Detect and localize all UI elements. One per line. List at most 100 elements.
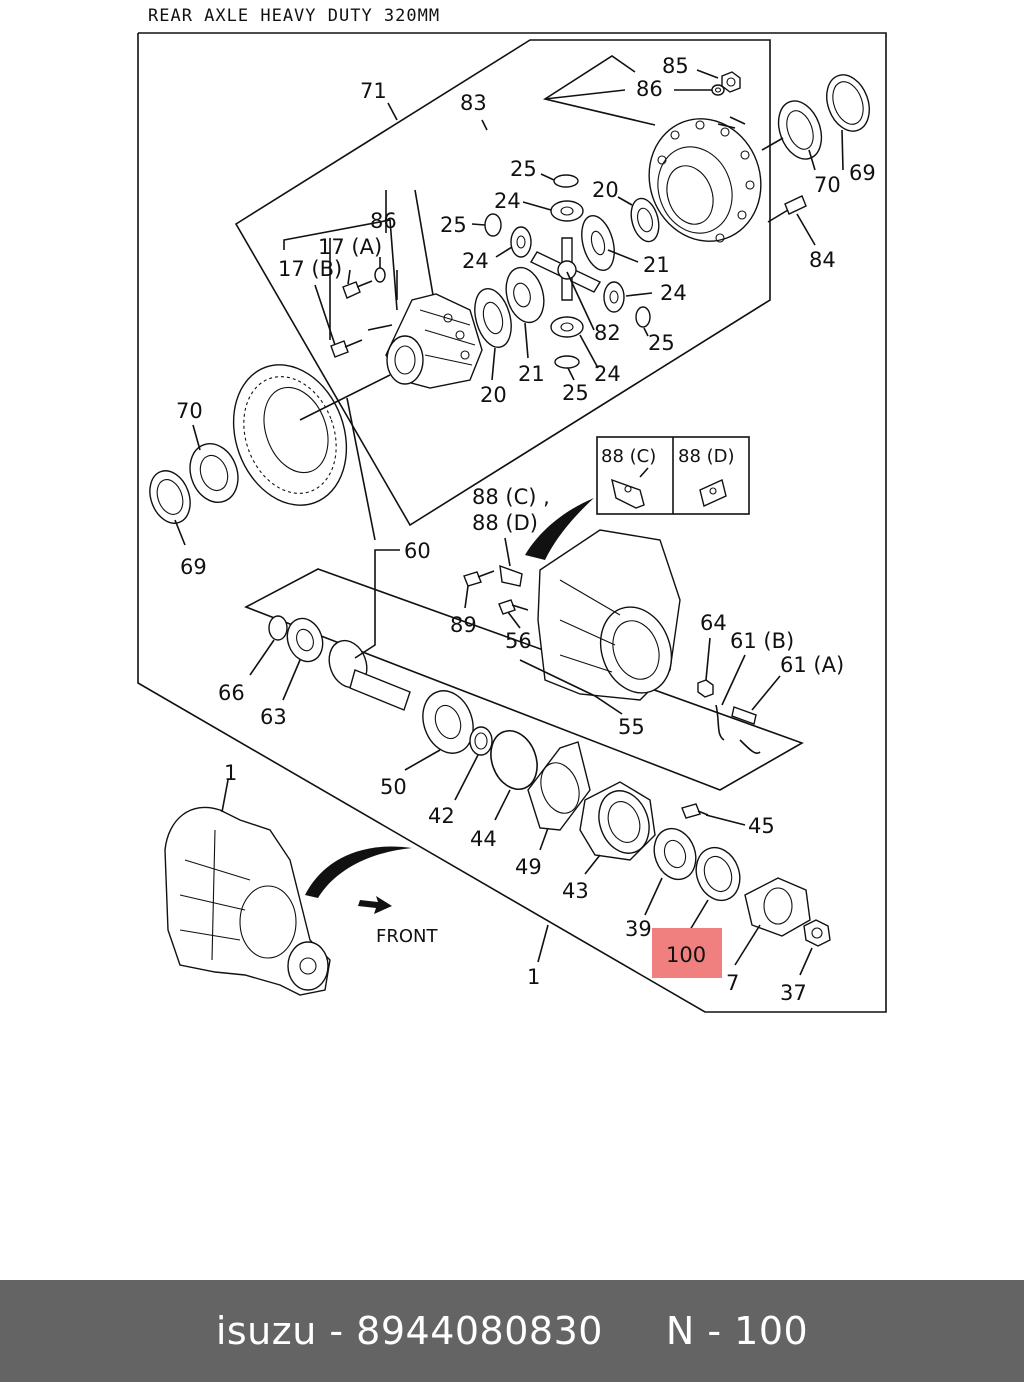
bolt-17b-icon bbox=[330, 339, 363, 358]
bearing-50-icon bbox=[422, 690, 474, 754]
pinion-gear-24-right-icon bbox=[603, 281, 625, 313]
callout-61a: 61 (A) bbox=[780, 653, 844, 677]
diagram-title: REAR AXLE HEAVY DUTY 320MM bbox=[148, 6, 440, 26]
front-label: FRONT bbox=[376, 926, 438, 947]
differential-box bbox=[234, 39, 771, 527]
footer-part-number: 8944080830 bbox=[356, 1309, 603, 1353]
bolt-45-icon bbox=[681, 803, 709, 819]
callout-60: 60 bbox=[404, 539, 431, 563]
callout-25: 25 bbox=[562, 381, 589, 405]
pinion-box bbox=[244, 568, 804, 791]
gasket-49-icon bbox=[527, 741, 591, 831]
callout-45: 45 bbox=[748, 814, 775, 838]
bearing-race-69-right-icon bbox=[826, 74, 870, 132]
direction-arrow-lower-icon bbox=[305, 846, 412, 898]
callout-24: 24 bbox=[462, 249, 489, 273]
callout-84: 84 bbox=[809, 248, 836, 272]
differential-case-left-icon bbox=[385, 293, 483, 389]
thrust-washer-25-right-icon bbox=[635, 306, 651, 328]
footer-ref: N - 100 bbox=[665, 1309, 809, 1353]
callout-37: 37 bbox=[780, 981, 807, 1005]
bearing-70-left-icon bbox=[189, 443, 239, 503]
callout-86: 86 bbox=[370, 209, 397, 233]
front-arrow-icon bbox=[358, 896, 392, 914]
nut-85-icon bbox=[721, 71, 741, 93]
callout-24: 24 bbox=[494, 189, 521, 213]
lock-plate-61a-icon bbox=[731, 706, 761, 755]
pinion-gear-24-bottom-icon bbox=[550, 316, 584, 338]
callout-24: 24 bbox=[660, 281, 687, 305]
lock-plate-61b-icon bbox=[715, 704, 725, 741]
bearing-39-icon bbox=[653, 827, 697, 881]
callout-69: 69 bbox=[849, 161, 876, 185]
callout-20: 20 bbox=[480, 383, 507, 407]
callout-49: 49 bbox=[515, 855, 542, 879]
bracket-88d-icon bbox=[699, 479, 727, 507]
bolt-17a-icon bbox=[342, 280, 373, 299]
callout-42: 42 bbox=[428, 804, 455, 828]
bolt-56-icon bbox=[498, 599, 529, 615]
footer-text: isuzu - 8944080830 N - 100 bbox=[215, 1309, 809, 1353]
direction-arrow-upper-icon bbox=[525, 498, 594, 560]
drive-pinion-60-icon bbox=[328, 639, 411, 711]
nut-37-icon bbox=[803, 919, 831, 947]
spacer-66-icon bbox=[268, 615, 288, 641]
callout-1: 1 bbox=[527, 965, 540, 989]
bearing-race-69-left-icon bbox=[149, 470, 191, 524]
callout-17a: 17 (A) bbox=[318, 235, 382, 259]
bracket-88cd-icon bbox=[499, 564, 523, 587]
callout-88cd-line2: 88 (D) bbox=[472, 511, 538, 535]
callout-21: 21 bbox=[643, 253, 670, 277]
callout-25: 25 bbox=[648, 331, 675, 355]
o-ring-44-icon bbox=[490, 730, 538, 790]
companion-flange-7-icon bbox=[744, 877, 811, 937]
bearing-63-icon bbox=[286, 617, 324, 663]
bearing-70-right-icon bbox=[777, 100, 823, 160]
ring-gear-icon bbox=[232, 364, 348, 506]
outer-frame bbox=[137, 32, 887, 1013]
washer-86-icon bbox=[711, 84, 725, 96]
callout-85: 85 bbox=[662, 54, 689, 78]
nut-64-icon bbox=[697, 679, 714, 698]
callout-82: 82 bbox=[594, 321, 621, 345]
callout-25: 25 bbox=[510, 157, 537, 181]
side-thrust-washer-20-left-icon bbox=[474, 287, 512, 349]
callout-66: 66 bbox=[218, 681, 245, 705]
thrust-washer-25-top-icon bbox=[553, 174, 579, 188]
callout-1: 1 bbox=[224, 761, 237, 785]
thrust-washer-25-left-icon bbox=[484, 213, 502, 237]
callout-70: 70 bbox=[176, 399, 203, 423]
callout-100: 100 bbox=[666, 943, 706, 967]
washer-86-left-icon bbox=[374, 267, 386, 283]
callout-63: 63 bbox=[260, 705, 287, 729]
carrier-housing-55-icon bbox=[537, 529, 681, 701]
side-gear-21-left-icon bbox=[505, 266, 545, 324]
callout-55: 55 bbox=[618, 715, 645, 739]
callout-50: 50 bbox=[380, 775, 407, 799]
callout-44: 44 bbox=[470, 827, 497, 851]
callout-86: 86 bbox=[636, 77, 663, 101]
bolt-89-icon bbox=[463, 570, 495, 587]
side-thrust-washer-20-right-icon bbox=[630, 197, 660, 243]
axle-assembly-1-icon bbox=[164, 806, 331, 996]
callout-56: 56 bbox=[505, 629, 532, 653]
callout-89: 89 bbox=[450, 613, 477, 637]
spacer-42-icon bbox=[469, 726, 493, 756]
callout-43: 43 bbox=[562, 879, 589, 903]
callout-70: 70 bbox=[814, 173, 841, 197]
highlight-100 bbox=[652, 928, 722, 978]
callout-39: 39 bbox=[625, 917, 652, 941]
callout-24: 24 bbox=[594, 362, 621, 386]
leader-lines bbox=[174, 55, 844, 976]
bracket-88c-icon bbox=[611, 478, 645, 509]
footer-brand: isuzu bbox=[215, 1309, 317, 1353]
oil-seal-100-icon bbox=[695, 846, 741, 902]
callout-69: 69 bbox=[180, 555, 207, 579]
callout-88d: 88 (D) bbox=[678, 446, 735, 467]
callout-61b: 61 (B) bbox=[730, 629, 794, 653]
callout-7: 7 bbox=[726, 971, 739, 995]
callout-20: 20 bbox=[592, 178, 619, 202]
callout-21: 21 bbox=[518, 362, 545, 386]
pinion-gear-24-top-icon bbox=[550, 200, 584, 222]
differential-case-flange-icon bbox=[648, 118, 762, 243]
